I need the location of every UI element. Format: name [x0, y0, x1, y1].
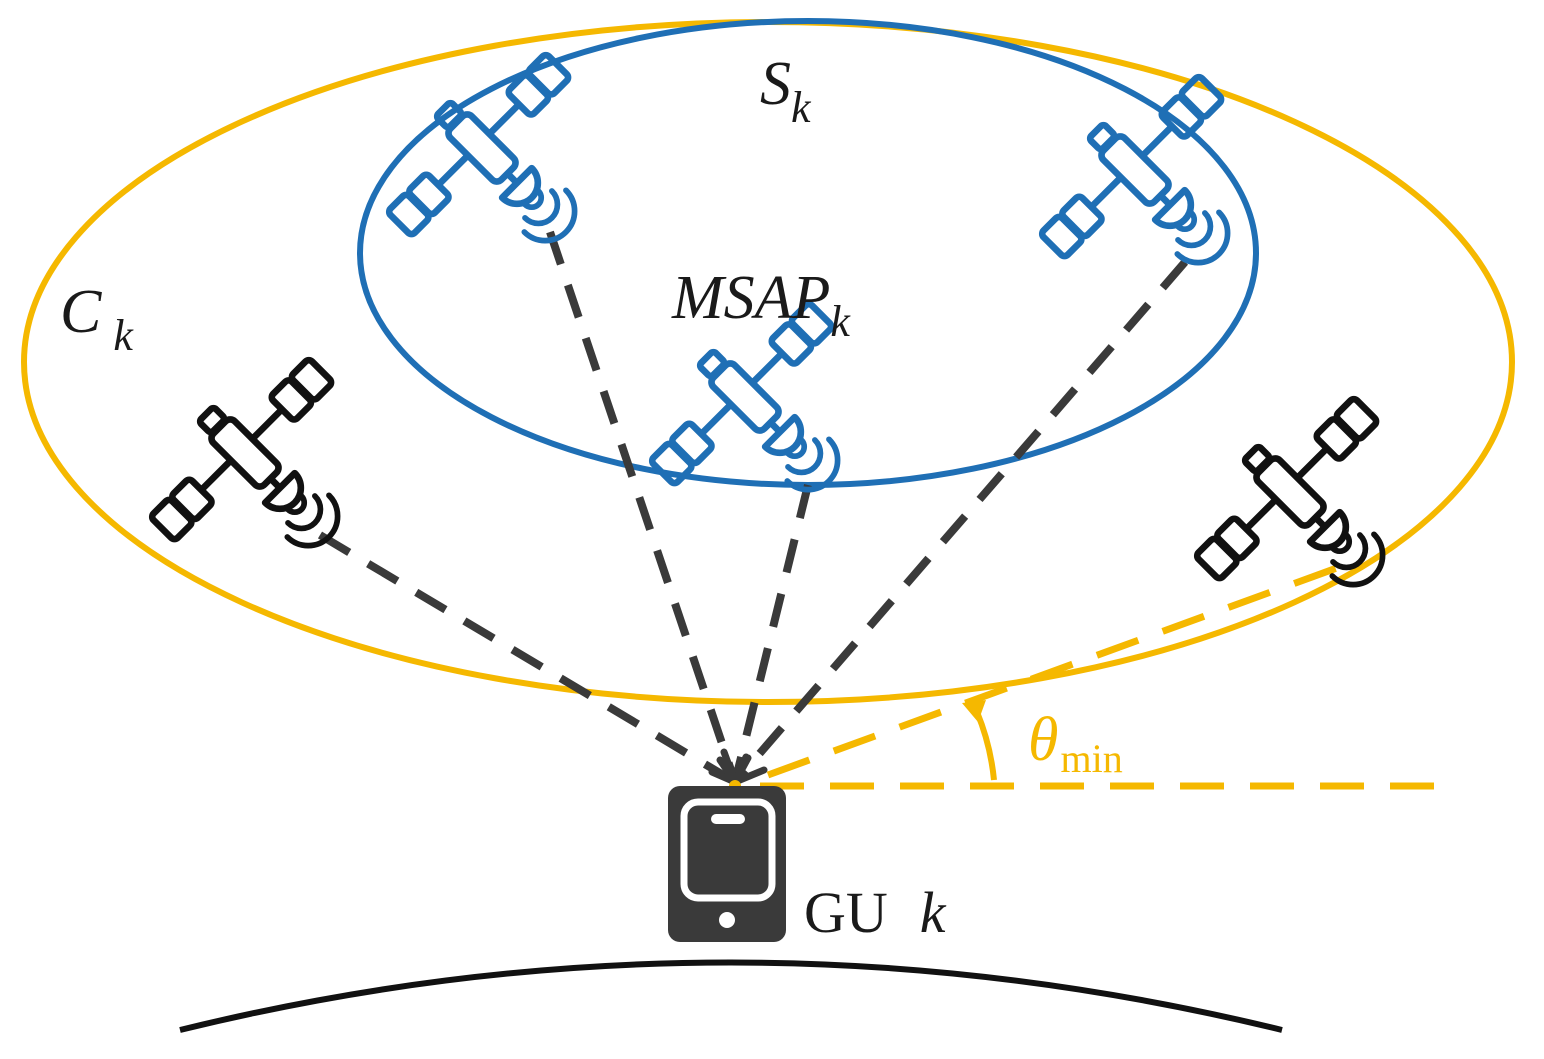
msap-label: MSAPk [671, 264, 851, 346]
satellite-icon [1172, 374, 1453, 655]
candidate-set-ellipse [21, 19, 1515, 705]
satellite-icon [1017, 52, 1298, 333]
earth-surface [179, 959, 1283, 1033]
smartphone-icon [668, 786, 786, 942]
link-line [317, 531, 738, 786]
link-line [731, 484, 812, 783]
satellite-icon [127, 335, 408, 616]
link-line [546, 230, 739, 784]
min-elevation-line [766, 561, 1347, 779]
elevation-angle-label: θmin [1028, 706, 1123, 781]
serving-set-label: Sk [760, 50, 812, 132]
elevation-angle-arc [974, 710, 997, 781]
elevation-arrowhead [962, 700, 986, 722]
link-line [731, 259, 1189, 785]
satellite-links [317, 230, 1189, 786]
satellite-icon [364, 30, 645, 311]
elevation-lines [760, 561, 1445, 790]
